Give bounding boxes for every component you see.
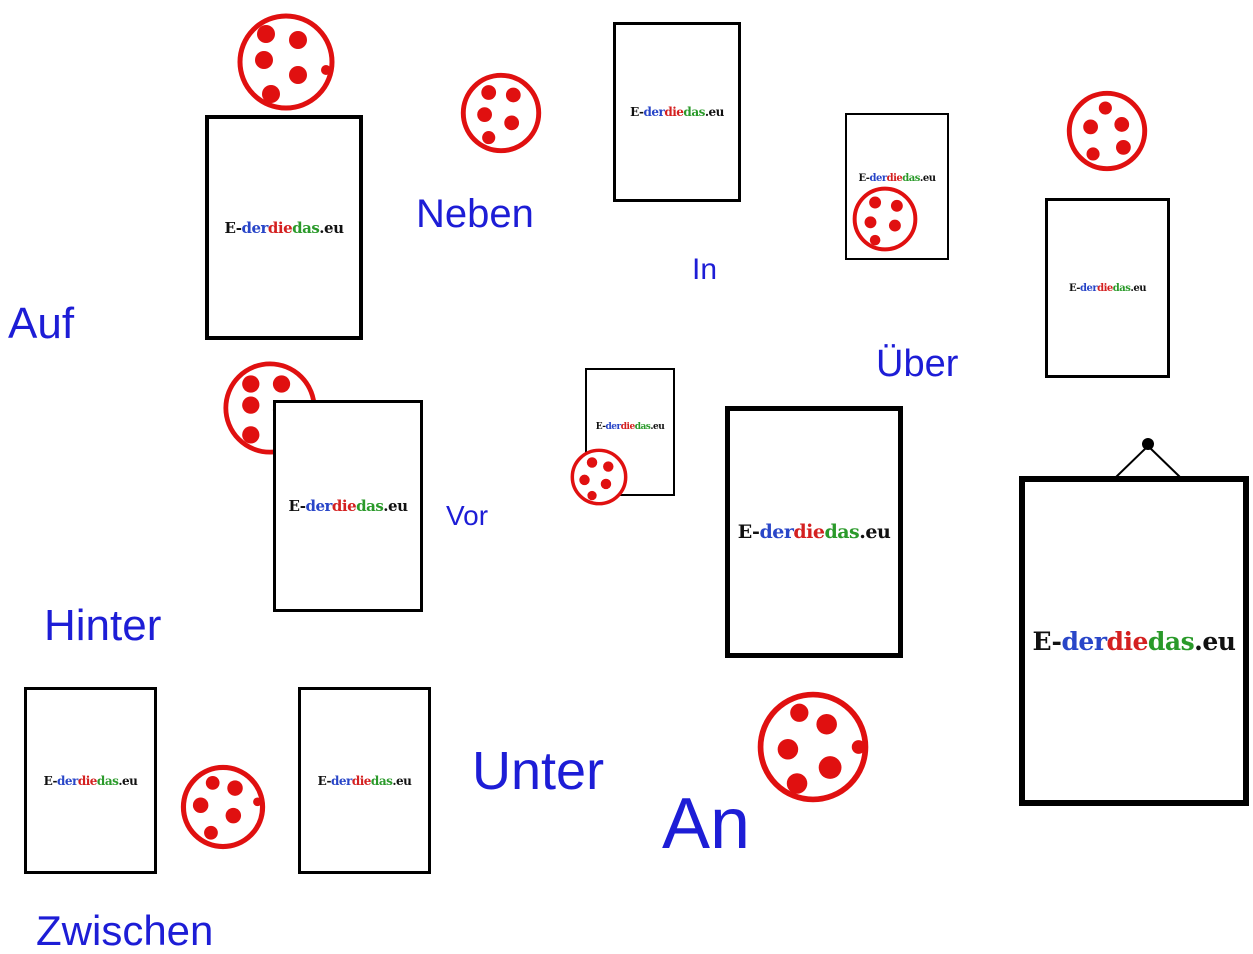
frame-hinter: E-derdiedas.eu	[273, 400, 423, 612]
wall-hook-icon	[1110, 436, 1186, 480]
logo-text: E-derdiedas.eu	[318, 774, 412, 788]
frame-zwischen-left: E-derdiedas.eu	[24, 687, 157, 874]
logo-text: E-derdiedas.eu	[859, 173, 936, 184]
word-unter: Unter	[472, 744, 604, 798]
word-hinter: Hinter	[44, 604, 161, 648]
word-auf: Auf	[8, 302, 74, 346]
word-neben: Neben	[416, 194, 534, 234]
ball-zwischen	[180, 764, 266, 850]
logo-text: E-derdiedas.eu	[738, 521, 891, 543]
word-vor: Vor	[446, 502, 488, 530]
logo-text: E-derdiedas.eu	[289, 497, 408, 515]
frame-ueber: E-derdiedas.eu	[1045, 198, 1170, 378]
ball-ueber	[1066, 90, 1148, 172]
word-zwischen: Zwischen	[36, 910, 213, 952]
frame-an: E-derdiedas.eu	[1019, 476, 1249, 806]
logo-text: E-derdiedas.eu	[225, 219, 344, 237]
logo-text: E-derdiedas.eu	[1069, 283, 1146, 294]
word-an: An	[662, 788, 750, 860]
logo-text: E-derdiedas.eu	[630, 105, 724, 119]
frame-auf: E-derdiedas.eu	[205, 115, 363, 340]
logo-text: E-derdiedas.eu	[44, 774, 138, 788]
logo-text: E-derdiedas.eu	[596, 422, 665, 432]
frame-zwischen-right: E-derdiedas.eu	[298, 687, 431, 874]
ball-in	[852, 186, 918, 252]
word-ueber: Über	[876, 345, 958, 383]
frame-neben: E-derdiedas.eu	[613, 22, 741, 202]
ball-neben	[460, 72, 542, 154]
ball-an	[756, 690, 870, 804]
ball-auf	[236, 12, 336, 112]
frame-unter: E-derdiedas.eu	[725, 406, 903, 658]
logo-text: E-derdiedas.eu	[1033, 627, 1236, 656]
ball-vor	[570, 448, 628, 506]
word-in: In	[692, 255, 717, 285]
